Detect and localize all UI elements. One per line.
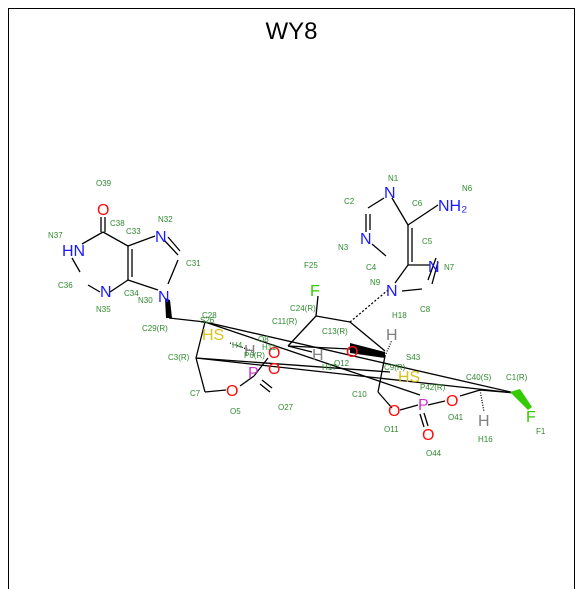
atom-o8: O: [268, 345, 280, 362]
atom-o11: O: [388, 403, 400, 420]
label: C36: [58, 281, 73, 290]
label: O27: [278, 403, 294, 412]
label: C3(R): [168, 353, 190, 362]
label: P42(R): [420, 383, 446, 392]
label: O41: [448, 413, 464, 422]
atom-nh2: NH₂: [438, 198, 467, 215]
atom-symbols: O N HN N N N N N N N NH₂ F F HS HS P P O…: [62, 185, 536, 444]
label: H4: [232, 341, 243, 350]
label: C4: [366, 263, 377, 272]
label: C6: [412, 199, 423, 208]
label: N9: [370, 278, 381, 287]
label: N3: [338, 243, 349, 252]
atom-o5: O: [226, 383, 238, 400]
atom-hs-43: HS: [398, 369, 420, 386]
atom-p42: P: [418, 397, 429, 414]
label: F25: [304, 261, 318, 270]
atom-p6: P: [248, 365, 259, 382]
label: C31: [186, 259, 201, 268]
atom-o-carbonyl: O: [97, 202, 109, 219]
atom-o41: O: [446, 393, 458, 410]
label: O11: [384, 425, 399, 434]
atom-f1: F: [526, 409, 536, 426]
atom-labels: O39 N37 C38 C33 N32 C31 C36 N35 C34 N30 …: [48, 174, 546, 458]
diagram-frame: [8, 8, 575, 589]
label: H11: [262, 343, 277, 352]
label: C24(R): [290, 304, 316, 313]
atom-n32: N: [155, 229, 167, 246]
atom-n7: N: [428, 259, 440, 276]
label: C28: [202, 311, 217, 320]
bonds: [71, 197, 532, 428]
label: C1(R): [506, 373, 528, 382]
label: N7: [444, 263, 455, 272]
label: F1: [536, 427, 546, 436]
atom-o27: O: [268, 361, 280, 378]
atom-o12: O: [346, 344, 358, 361]
atom-h4: H: [244, 343, 256, 360]
label: C8: [420, 305, 431, 314]
label: O5: [230, 407, 241, 416]
label: S26: [200, 316, 215, 325]
atom-h18: H: [386, 327, 398, 344]
label: P6(R): [244, 351, 265, 360]
atom-n9: N: [386, 283, 398, 300]
label: C33: [126, 227, 141, 236]
label: O8: [258, 335, 269, 344]
atom-n3: N: [360, 231, 372, 248]
label: O44: [426, 449, 442, 458]
atom-n30: N: [158, 289, 170, 306]
label: C10: [352, 390, 367, 399]
label: H18: [392, 311, 407, 320]
atom-hn: HN: [62, 243, 85, 260]
label: S43: [406, 353, 421, 362]
label: N30: [138, 296, 153, 305]
label: O12: [334, 359, 350, 368]
label: C5: [422, 237, 433, 246]
label: C29(R): [142, 324, 168, 333]
label: C7: [190, 389, 201, 398]
molecule-title: WY8: [265, 18, 318, 45]
label: O39: [96, 179, 112, 188]
label: N37: [48, 231, 63, 240]
label: H17: [322, 363, 337, 372]
label: C11(R): [272, 317, 298, 326]
label: N35: [96, 305, 111, 314]
label: N1: [388, 174, 399, 183]
label: C34: [124, 289, 139, 298]
label: C13(R): [322, 327, 348, 336]
atom-n1: N: [384, 185, 396, 202]
atom-h17: H: [312, 347, 324, 364]
label: C9(R): [384, 363, 406, 372]
atom-hs-26: HS: [202, 327, 224, 344]
atom-o44: O: [422, 427, 434, 444]
atom-n-ring: N: [100, 284, 112, 301]
label: C38: [110, 219, 125, 228]
label: N32: [158, 215, 173, 224]
atom-f25: F: [310, 283, 320, 300]
label: H16: [478, 435, 493, 444]
atom-h16: H: [478, 413, 490, 430]
label: N6: [462, 184, 473, 193]
label: C2: [344, 197, 355, 206]
label: C40(S): [466, 373, 492, 382]
